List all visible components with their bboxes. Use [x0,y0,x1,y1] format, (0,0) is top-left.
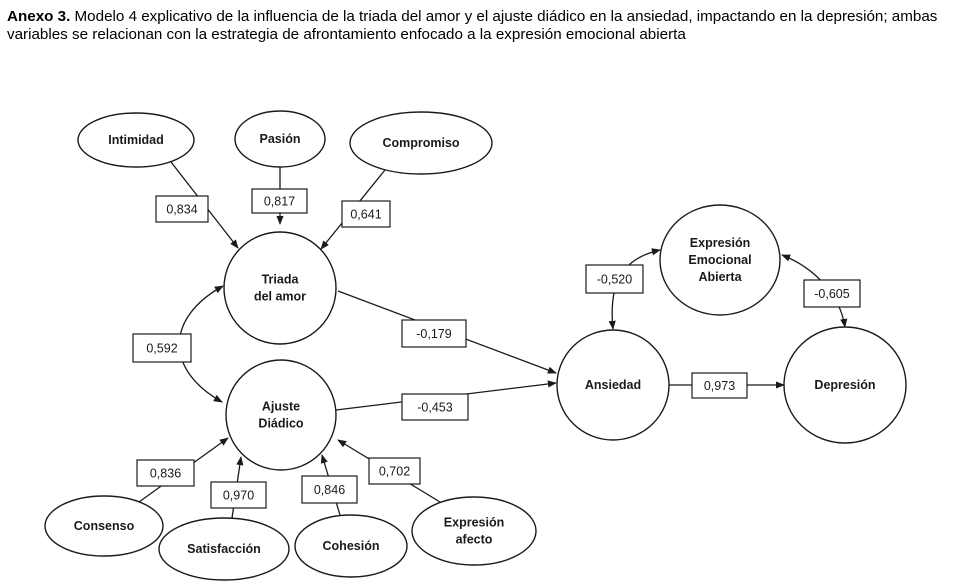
node-label: afecto [456,533,493,547]
weight-label-layer: 0,834 0,817 0,641 0,592 -0,179 -0,453 0,836 0,9… [132,188,861,509]
figure-caption: Anexo 3. Modelo 4 explicativo de la infl… [7,8,952,44]
weight-label-consenso-ajuste: 0,836 [136,459,195,487]
node-label: Consenso [74,519,135,533]
weight-value: -0,520 [597,273,632,287]
weight-label-expresion-afecto-ajuste: 0,702 [368,457,421,485]
node-shape-depresion [783,326,907,444]
weight-value: 0,817 [264,195,295,209]
weight-value: -0,453 [417,401,452,415]
node-shape-ansiedad [556,329,670,441]
node-label: Abierta [698,270,742,284]
weight-value: 0,973 [704,379,735,393]
node-depresion: Depresión [783,326,907,444]
node-label: Emocional [688,253,751,267]
node-label: Intimidad [108,133,164,147]
weight-value: -0,179 [416,327,451,341]
node-expresion-afecto: Expresión afecto [411,496,537,566]
weight-box [155,195,209,223]
node-shape-pasion [234,110,326,168]
caption-label: Anexo 3. [7,8,71,25]
node-label: Compromiso [382,136,459,150]
weight-label-intimidad-triada: 0,834 [155,195,209,223]
node-shape-compromiso [349,111,493,175]
weight-label-pasion-triada: 0,817 [251,188,308,214]
node-intimidad: Intimidad [77,112,195,168]
node-ansiedad: Ansiedad [556,329,670,441]
node-consenso: Consenso [44,495,164,557]
weight-label-cohesion-ajuste: 0,846 [301,475,358,504]
weight-box [132,333,192,363]
node-label: Depresión [814,378,875,392]
node-compromiso: Compromiso [349,111,493,175]
node-shape-cohesion [294,514,408,578]
node-label: Cohesión [323,539,380,553]
node-label: del amor [254,290,306,304]
node-shape-ajuste [225,359,337,471]
node-shape-expresion-emocional [659,204,781,316]
weight-value: 0,970 [223,489,254,503]
node-label: Ajuste [262,400,300,414]
weight-value: -0,605 [814,287,849,301]
weight-box [803,279,861,308]
node-label: Expresión [444,516,504,530]
weight-box [401,319,467,348]
node-shape-intimidad [77,112,195,168]
node-label: Expresión [690,236,750,250]
weight-label-ajuste-ansiedad: -0,453 [401,393,469,421]
weight-value: 0,846 [314,483,345,497]
weight-label-ansiedad-expresion: -0,520 [585,264,644,294]
caption-text: Modelo 4 explicativo de la influencia de… [7,8,938,43]
node-satisfaccion: Satisfacción [158,517,290,581]
node-shape-consenso [44,495,164,557]
weight-box [210,481,267,509]
node-shape-triada [223,231,337,345]
weight-box [136,459,195,487]
weight-value: 0,834 [166,203,197,217]
node-label: Diádico [258,417,304,431]
weight-box [301,475,358,504]
weight-value: 0,592 [146,342,177,356]
weight-label-ansiedad-depresion: 0,973 [691,372,748,399]
weight-box [251,188,308,214]
weight-label-satisfaccion-ajuste: 0,970 [210,481,267,509]
node-label: Satisfacción [187,542,261,556]
node-triada: Triada del amor [223,231,337,345]
weight-label-compromiso-triada: 0,641 [341,200,391,228]
weight-value: 0,836 [150,467,181,481]
weight-box [585,264,644,294]
weight-box [368,457,421,485]
node-cohesion: Cohesión [294,514,408,578]
node-label: Pasión [260,132,301,146]
node-pasion: Pasión [234,110,326,168]
node-shape-expresion-afecto [411,496,537,566]
node-shape-satisfaccion [158,517,290,581]
node-label: Ansiedad [585,378,641,392]
weight-label-expresion-depresion: -0,605 [803,279,861,308]
weight-box [341,200,391,228]
weight-box [401,393,469,421]
weight-label-triada-ansiedad: -0,179 [401,319,467,348]
node-label: Triada [262,273,300,287]
weight-box [691,372,748,399]
weight-value: 0,641 [350,208,381,222]
weight-value: 0,702 [379,465,410,479]
weight-label-triada-ajuste: 0,592 [132,333,192,363]
